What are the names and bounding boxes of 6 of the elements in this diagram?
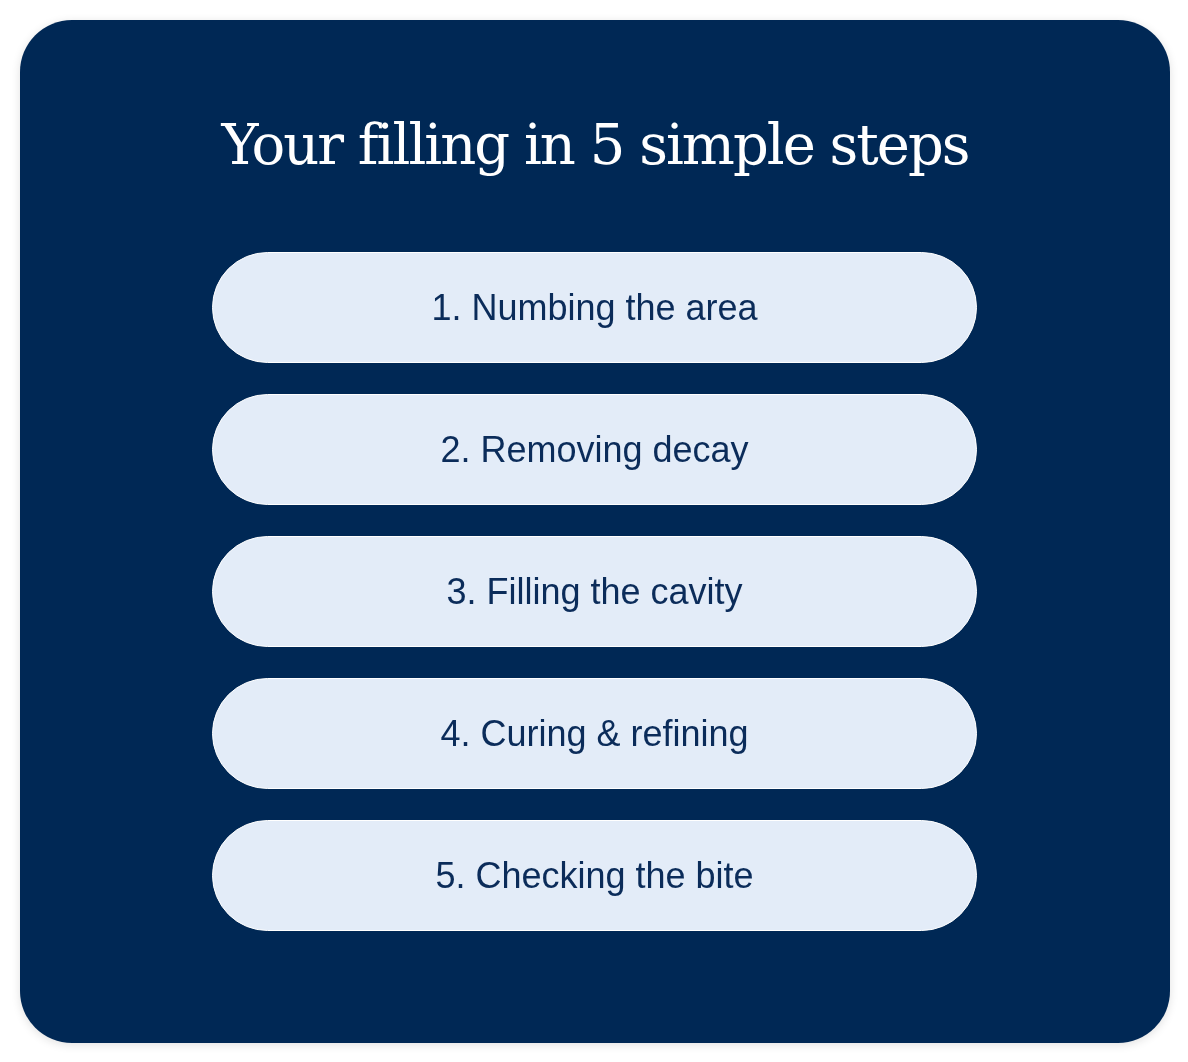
step-label: 3. Filling the cavity (446, 570, 743, 613)
step-label: 5. Checking the bite (435, 854, 754, 897)
step-label: 4. Curing & refining (440, 712, 749, 755)
step-label: 2. Removing decay (440, 428, 749, 471)
step-label: 1. Numbing the area (431, 286, 758, 329)
title: Your filling in 5 simple steps (220, 111, 970, 179)
